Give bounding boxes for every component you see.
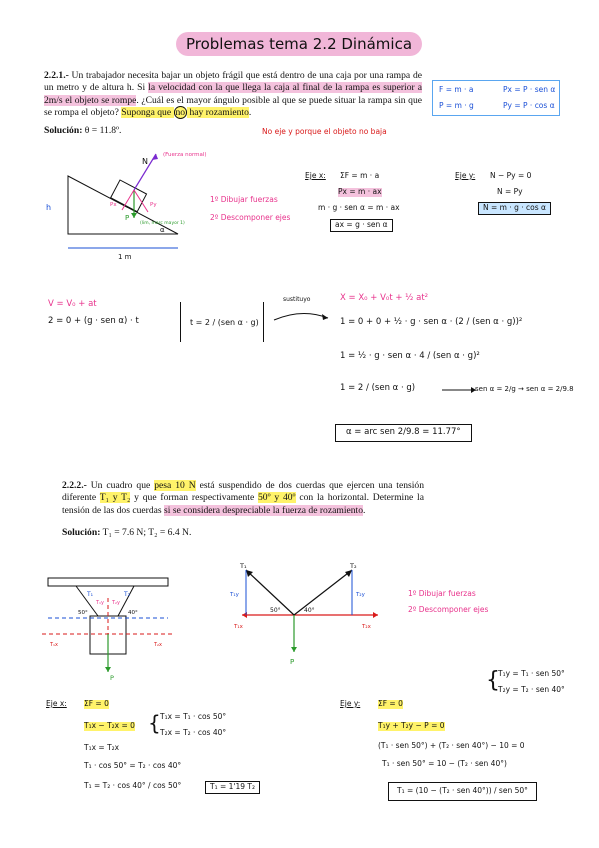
svg-text:50°: 50° [270, 607, 281, 614]
svg-text:T₁y: T₁y [229, 592, 240, 598]
step-2-decompose-axes: 2º Descomponer ejes [210, 213, 291, 222]
velocity-equation: V = V₀ + at [48, 299, 97, 309]
normal-label: N [142, 157, 148, 166]
t-bracket [180, 302, 264, 342]
p1-ax-result: ax = g · sen α [330, 219, 393, 232]
svg-text:T₂y: T₂y [355, 592, 366, 598]
substitute-label: sustituyo [283, 296, 311, 303]
velocity-substitution: 2 = 0 + (g · sen α) · t [48, 316, 139, 326]
svg-text:T₁: T₁ [239, 562, 247, 570]
formula-box: F = m · a Px = P · sen α P = m · g Py = … [432, 80, 560, 116]
hanging-picture-diagram: T₁ T₂ 50° 40° T₁y T₂y T₁x T₂x P [42, 577, 172, 682]
p2-step-2: 2º Descomponer ejes [408, 605, 489, 614]
base-label: 1 m [118, 253, 132, 261]
svg-text:50°: 50° [78, 610, 88, 616]
position-substitution: 1 = 0 + 0 + ½ · g · sen α · (2 / (sen α … [340, 317, 523, 327]
p2-step-1: 1º Dibujar fuerzas [408, 589, 476, 598]
page-title: Problemas tema 2.2 Dinámica [185, 35, 413, 53]
final-angle-result: α = arc sen 2/9.8 = 11.77° [335, 424, 472, 442]
normal-note: (Fuerza normal) [163, 152, 207, 158]
step-1-draw-forces: 1º Dibujar fuerzas [210, 195, 278, 204]
svg-text:T₁: T₁ [86, 591, 94, 598]
problem-2-solution: Solución: T₁ = 7.6 N; T₂ = 6.4 N. [62, 527, 192, 538]
p2-y-brace: { [486, 668, 500, 693]
problem-2-number: 2.2.2.- [62, 480, 87, 491]
svg-text:P: P [110, 674, 114, 682]
svg-text:40°: 40° [304, 607, 315, 614]
svg-text:T₁x: T₁x [233, 624, 244, 630]
weight-label: P [125, 214, 129, 222]
svg-text:P: P [290, 658, 294, 666]
note-no-y-axis: No eje y porque el objeto no baja [262, 127, 387, 136]
circled-no: no [173, 106, 188, 120]
normal-arrow [133, 153, 157, 191]
perp-note: (lim, marc mayor 1) [140, 220, 185, 226]
p2-eje-x-label: Eje x: [46, 699, 67, 708]
t-result: t = 2 / (sen α · g) [190, 318, 259, 327]
result-arrow [442, 387, 476, 393]
svg-text:T₂: T₂ [349, 562, 357, 570]
px-label: Px [110, 202, 117, 208]
substitute-arrow [273, 313, 329, 321]
ramp-triangle [67, 175, 179, 235]
p1-eje-y-label: Eje y: [455, 171, 476, 180]
px-arrow [121, 189, 135, 211]
svg-text:T₁x: T₁x [49, 642, 58, 648]
title-highlight [176, 32, 422, 56]
svg-text:T₂: T₂ [123, 591, 131, 598]
problem-2-statement: 2.2.2.- Un cuadro que pesa 10 N está sus… [62, 480, 424, 516]
t2-vector [293, 569, 353, 616]
svg-text:T₂y: T₂y [111, 600, 120, 606]
rope-t1 [75, 585, 99, 617]
problem-1-number: 2.2.1.- [44, 70, 69, 81]
svg-text:T₂x: T₂x [361, 624, 372, 630]
position-simplified: 1 = ½ · g · sen α · 4 / (sen α · g)² [340, 351, 480, 361]
py-arrow [133, 189, 149, 213]
py-label: Py [150, 202, 157, 208]
position-result: 1 = 2 / (sen α · g) [340, 383, 416, 393]
problem-1-statement: 2.2.1.- Un trabajador necesita bajar un … [44, 70, 423, 120]
p1-eje-x-label: Eje x: [305, 171, 326, 180]
problem-1-solution: Solución: θ = 11.8º. [44, 125, 122, 136]
p2-t1-result: T₁ = 1'19 T₂ [205, 781, 260, 794]
h-label: h [46, 203, 51, 212]
t1-vector [245, 569, 295, 616]
svg-text:40°: 40° [128, 610, 138, 616]
p2-eje-y-label: Eje y: [340, 699, 361, 708]
p2-t1-y-result: T₁ = (10 − (T₂ · sen 40°)) / sen 50° [388, 782, 537, 801]
p2-x-brace: { [148, 711, 161, 735]
svg-text:T₁y: T₁y [95, 600, 104, 606]
ramp-diagram: N (Fuerza normal) h α 1 m P Px Py (lim, … [46, 152, 207, 261]
svg-text:T₂x: T₂x [153, 642, 162, 648]
rope-t2 [117, 585, 135, 617]
position-equation: X = X₀ + V₀t + ½ at² [340, 293, 429, 303]
p1-normal-result: N = m · g · cos α [478, 202, 551, 215]
sine-result: sen α = 2/g → sen α = 2/9.8 [475, 385, 574, 393]
force-decomposition-diagram: T₁ T₂ T₁y T₂y 50° 40° T₁x T₂x P [229, 562, 378, 666]
ceiling-beam [47, 577, 169, 587]
alpha-label: α [160, 226, 165, 234]
